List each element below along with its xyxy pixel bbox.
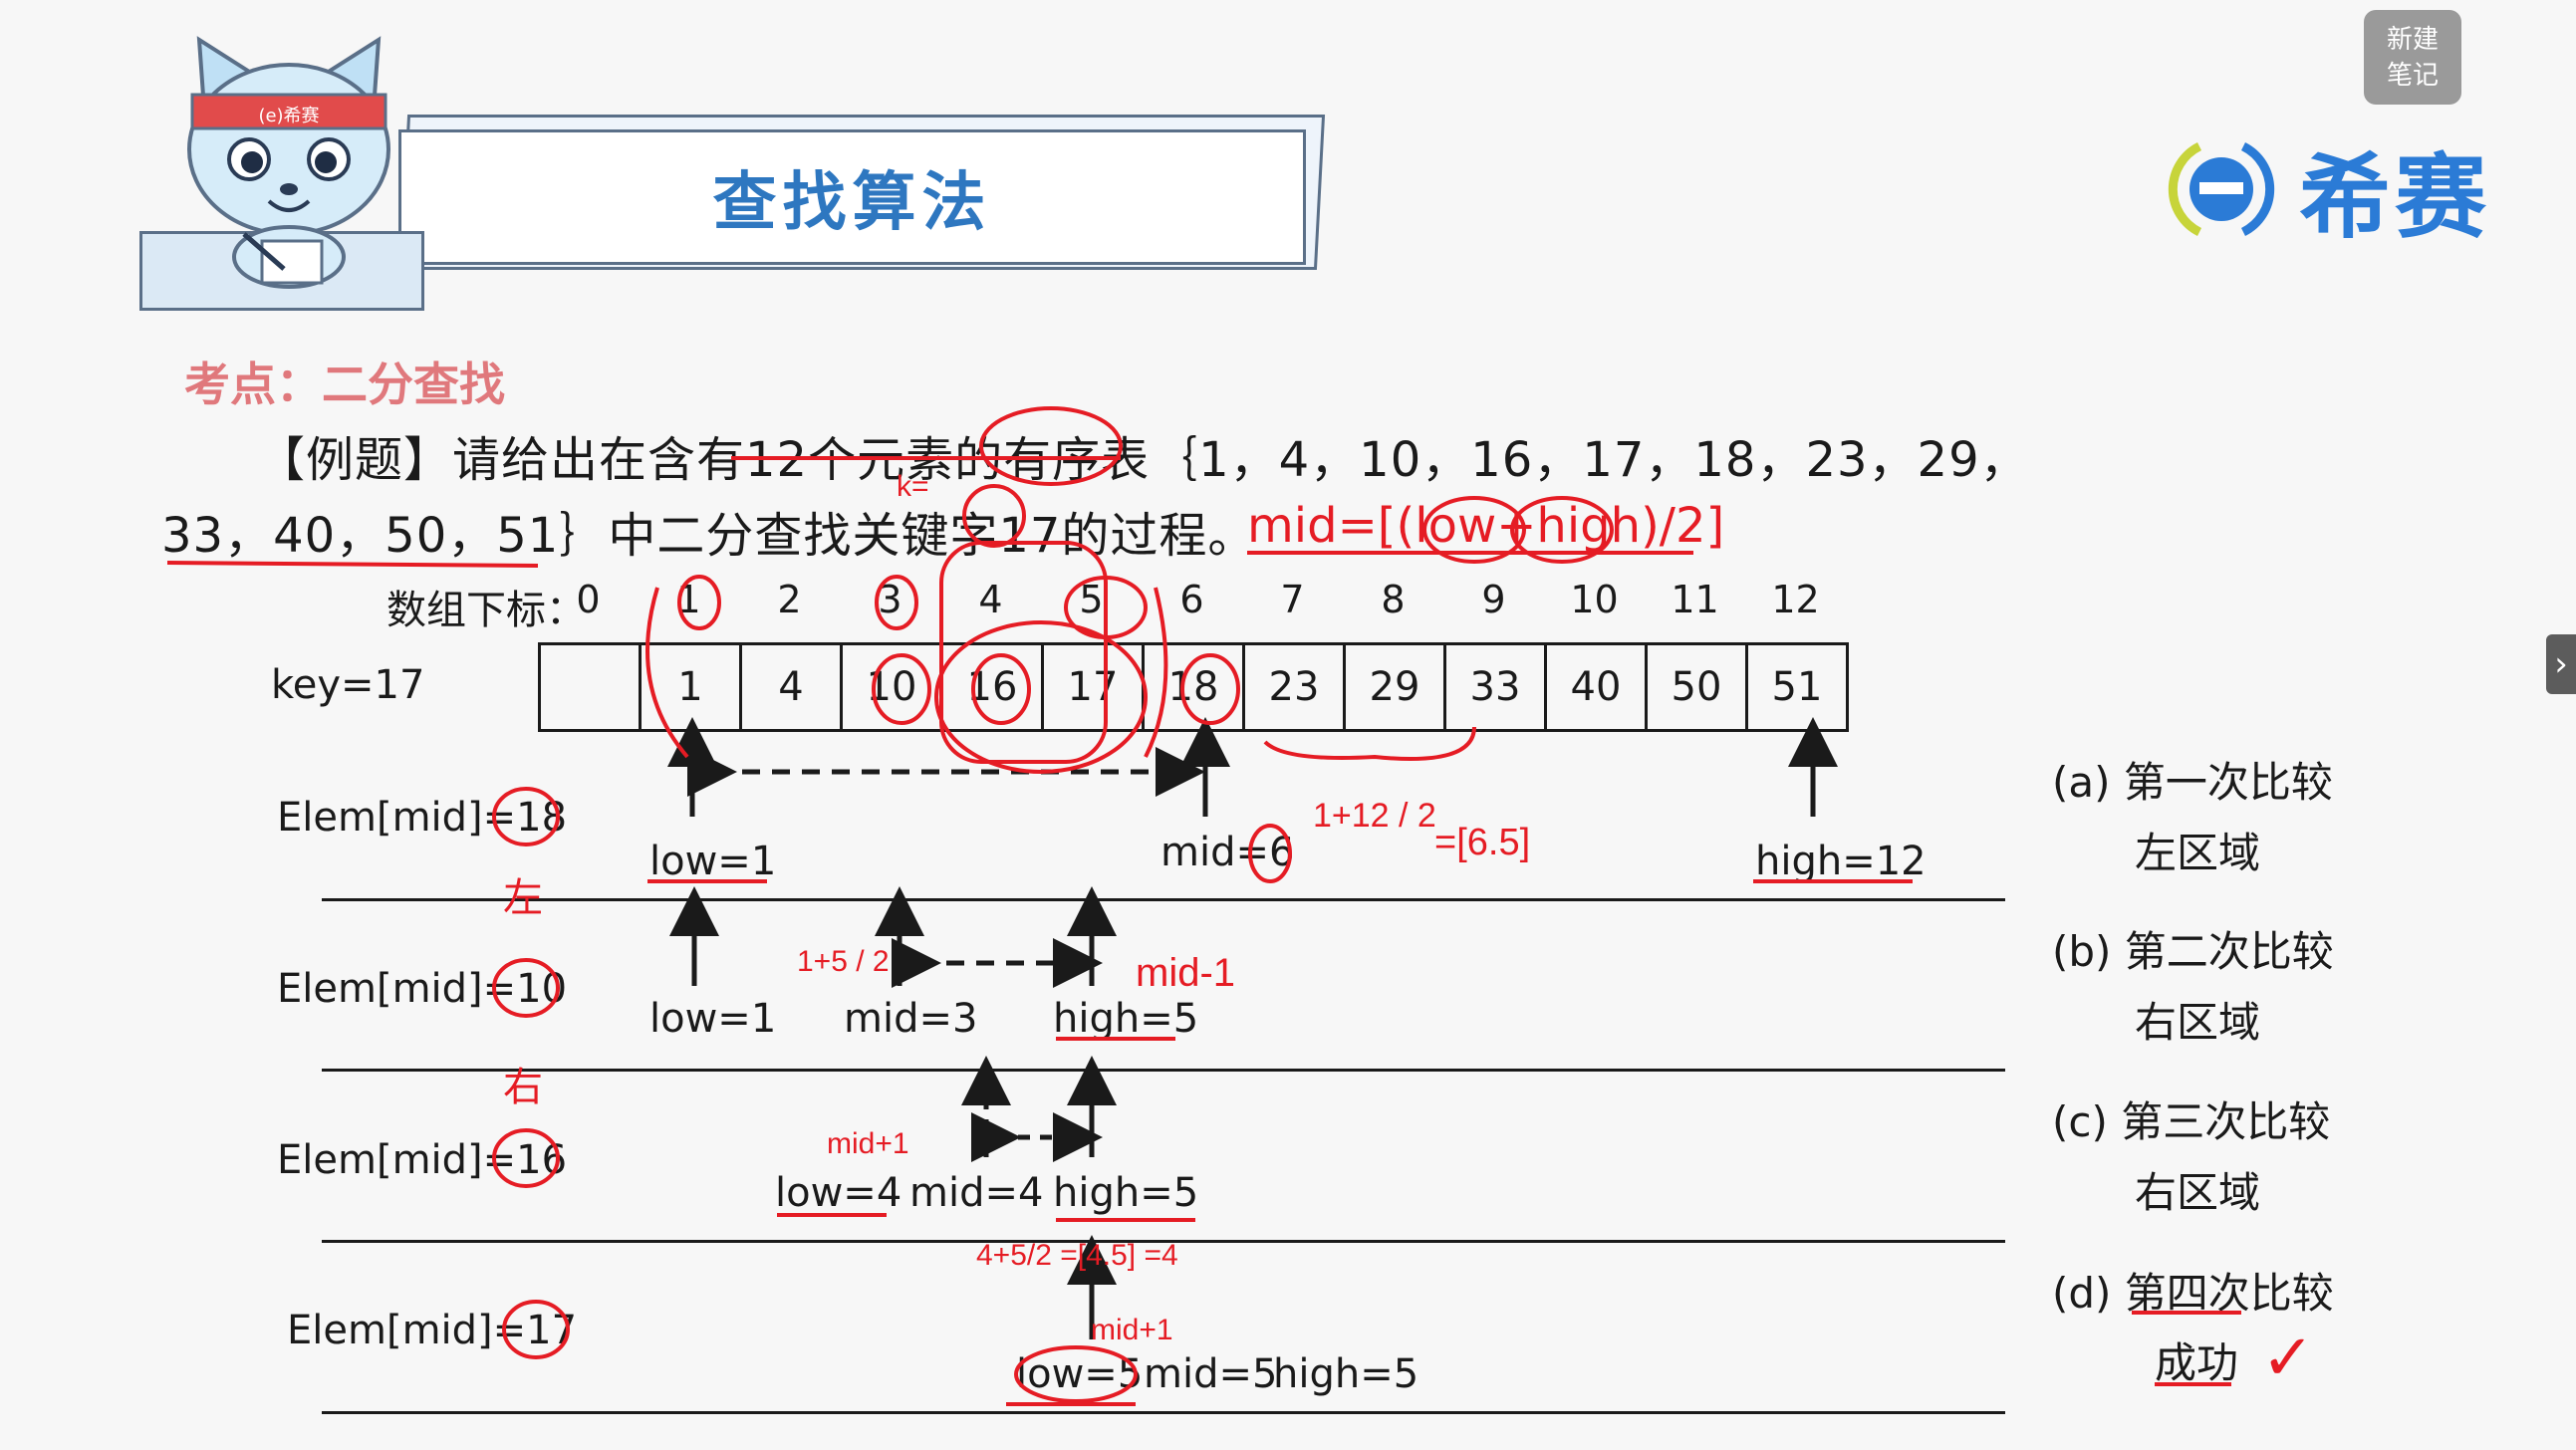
round4-step: (d) 第四次比较 — [2052, 1269, 2334, 1318]
round1-step: (a) 第一次比较 — [2052, 758, 2333, 807]
new-note-label-line2: 笔记 — [2386, 60, 2439, 91]
annot-right: 右 — [503, 1066, 543, 1109]
page-title: 查找算法 — [712, 166, 992, 240]
annot-frac2: 1+5 / 2 — [797, 945, 890, 978]
round1-high: high=12 — [1755, 839, 1927, 884]
round4-mid: mid=5 — [1144, 1351, 1278, 1397]
new-note-label-line1: 新建 — [2386, 24, 2439, 55]
annot-mid-plus2: mid+1 — [1091, 1314, 1173, 1346]
index-label-11: 11 — [1671, 578, 1719, 621]
annot-mid-plus: mid+1 — [827, 1127, 909, 1160]
separator-line — [322, 1411, 2005, 1414]
array-cell-10: 40 — [1544, 642, 1648, 732]
index-label-10: 10 — [1570, 578, 1619, 621]
index-label-2: 2 — [777, 578, 802, 621]
example-line-1: 【例题】请给出在含有12个元素的有序表｛1，4，10，16，17，18，23，2… — [257, 432, 2029, 488]
index-label: 数组下标： — [386, 588, 586, 633]
round3-result: 右区域 — [2135, 1168, 2261, 1217]
round4-high: high=5 — [1273, 1351, 1419, 1397]
round2-elem: Elem[mid]=10 — [277, 966, 568, 1012]
round2-result: 右区域 — [2135, 998, 2261, 1047]
round1-mid: mid=6 — [1160, 830, 1295, 875]
round4-elem: Elem[mid]=17 — [287, 1308, 578, 1353]
round4-result: 成功 — [2155, 1338, 2239, 1387]
annot-k-eq: k= — [897, 470, 929, 503]
round3-elem: Elem[mid]=16 — [277, 1137, 568, 1183]
round3-mid: mid=4 — [909, 1170, 1044, 1216]
index-label-0: 0 — [576, 578, 601, 621]
logo-e-icon — [2168, 141, 2275, 237]
round2-high: high=5 — [1053, 996, 1199, 1042]
separator-line — [322, 1069, 2005, 1072]
index-label-7: 7 — [1280, 578, 1305, 621]
mascot-headband-text: (e)希赛 — [258, 106, 319, 126]
round2-low: low=1 — [649, 996, 777, 1042]
side-panel-toggle[interactable]: › — [2546, 634, 2576, 694]
index-label-12: 12 — [1771, 578, 1820, 621]
annot-frac1: 1+12 / 2 — [1313, 797, 1436, 835]
title-banner: 查找算法 — [398, 129, 1306, 265]
separator-line — [322, 898, 2005, 901]
index-label-6: 6 — [1179, 578, 1204, 621]
annot-calc3: 4+5/2 =[4.5] =4 — [976, 1239, 1178, 1272]
round2-mid: mid=3 — [844, 996, 978, 1042]
logo-text: 希赛 — [2299, 143, 2491, 251]
round1-low: low=1 — [649, 839, 777, 884]
round2-step: (b) 第二次比较 — [2052, 927, 2334, 976]
round1-result: 左区域 — [2135, 829, 2261, 877]
new-note-button[interactable]: 新建 笔记 — [2364, 10, 2461, 105]
round3-low: low=4 — [775, 1170, 902, 1216]
mascot-cat-icon: (e)希赛 — [187, 36, 390, 289]
round3-step: (c) 第三次比较 — [2052, 1097, 2331, 1146]
mid-formula: mid=[(low+high)/2] — [1247, 498, 1725, 554]
separator-line — [322, 1240, 2005, 1243]
array-cell-7: 23 — [1242, 642, 1346, 732]
index-label-9: 9 — [1481, 578, 1506, 621]
round3-high: high=5 — [1053, 1170, 1199, 1216]
exam-point: 考点：二分查找 — [184, 358, 505, 411]
example-line-2: 33，40，50，51｝中二分查找关键字17的过程。 — [161, 508, 1257, 564]
index-label-4: 4 — [978, 578, 1003, 621]
brand-logo: 希赛 — [2162, 134, 2490, 251]
annot-left: 左 — [503, 876, 543, 920]
round1-elem: Elem[mid]=18 — [277, 795, 568, 841]
index-label-8: 8 — [1381, 578, 1406, 621]
key-label: key=17 — [271, 662, 425, 708]
annot-floor1: =[6.5] — [1434, 822, 1530, 863]
chevron-right-icon: › — [2554, 644, 2568, 684]
annot-mid-minus: mid-1 — [1136, 951, 1235, 995]
check-icon: ✓ — [2261, 1322, 2315, 1393]
